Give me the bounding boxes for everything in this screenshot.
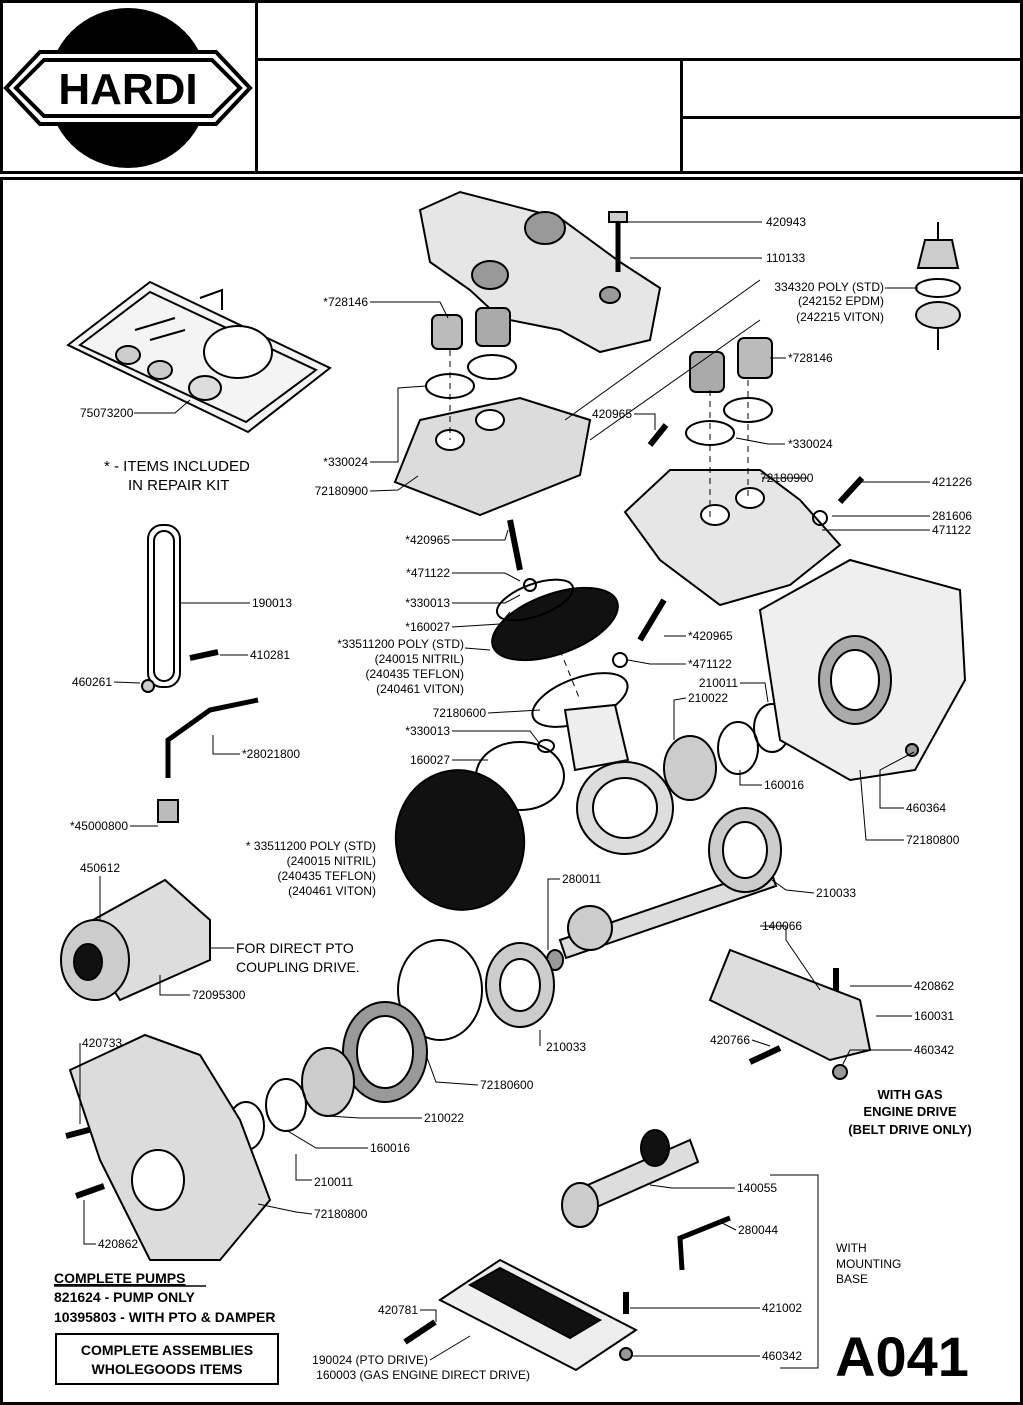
part-label: (240015 NITRIL) [375,652,464,666]
part-label: *471122 [688,657,732,671]
base-note-line1: WITH [836,1241,867,1255]
part-label: 420965 [592,407,632,421]
part-label: *330024 [788,437,833,451]
part-label: 210022 [424,1111,464,1125]
part-label: (240015 NITRIL) [287,854,376,868]
part-label: 471122 [932,523,971,537]
part-label: 160003 (GAS ENGINE DIRECT DRIVE) [316,1368,530,1382]
hardi-logo: HARDI [3,8,253,168]
part-label: 420862 [914,979,954,993]
base-note-line3: BASE [836,1272,868,1286]
part-label: 210022 [688,691,728,705]
kit-note-line1: * - ITEMS INCLUDED [104,458,250,475]
part-label: 420862 [98,1237,138,1251]
part-label: *28021800 [242,747,300,761]
part-label: 334320 POLY (STD) [774,280,884,294]
part-label: 160027 [410,753,450,767]
assemblies-line2: WHOLEGOODS ITEMS [92,1361,243,1377]
part-label: 460261 [72,675,112,689]
part-label: 210011 [314,1175,353,1189]
part-label: 160031 [914,1009,954,1023]
brand-name: HARDI [58,65,197,114]
part-label: 210033 [546,1040,586,1054]
part-label: 280044 [738,1223,778,1237]
part-label: 460342 [914,1043,954,1057]
gas-note-line2: ENGINE DRIVE [863,1104,957,1119]
gas-note-line1: WITH GAS [878,1087,943,1102]
page-code: A041 [835,1325,969,1388]
part-label: (240461 VITON) [376,682,464,696]
part-label: (240435 TEFLON) [278,869,377,883]
part-label: 421002 [762,1301,802,1315]
part-label: *330013 [405,724,450,738]
part-label: *471122 [406,566,450,580]
part-label: 450612 [80,861,120,875]
part-label: (240461 VITON) [288,884,376,898]
part-label: 280011 [562,872,601,886]
base-note-line2: MOUNTING [836,1257,901,1271]
part-label: *330024 [323,455,368,469]
part-label: *728146 [323,295,368,309]
part-label: *728146 [788,351,833,365]
part-labels: 420943 110133 334320 POLY (STD) (242152 … [70,215,972,1382]
part-label: *160027 [405,620,450,634]
pto-note-line2: COUPLING DRIVE. [236,959,360,975]
complete-pumps-heading: COMPLETE PUMPS [54,1270,185,1286]
part-label: (242215 VITON) [796,310,884,324]
part-label: 421226 [932,475,972,489]
part-label: 75073200 [80,406,134,420]
diagram-frame [0,177,1023,1405]
part-label: 110133 [766,251,805,265]
part-label: 420943 [766,215,806,229]
notes: * - ITEMS INCLUDED IN REPAIR KIT FOR DIR… [54,458,972,1388]
part-label: 72180600 [433,706,487,720]
gas-note-line3: (BELT DRIVE ONLY) [848,1122,972,1137]
part-label: 281606 [932,509,972,523]
part-label: *33511200 POLY (STD) [337,637,464,651]
part-label: 420766 [710,1033,750,1047]
part-label: *420965 [688,629,733,643]
complete-pumps-line1: 821624 - PUMP ONLY [54,1289,196,1305]
part-label: 140066 [762,919,802,933]
part-label: 72180800 [906,833,960,847]
complete-pumps-line2: 10395803 - WITH PTO & DAMPER [54,1309,275,1325]
part-label: 72180900 [760,471,814,485]
part-label: 140055 [737,1181,777,1195]
part-label: 420781 [378,1303,418,1317]
part-label: *330013 [405,596,450,610]
title-box-right-bottom [680,116,1023,174]
part-label: 190013 [252,596,292,610]
part-label: *45000800 [70,819,128,833]
part-label: * 33511200 POLY (STD) [246,839,376,853]
part-label: 210011 [699,676,738,690]
part-label: 460342 [762,1349,802,1363]
pto-note-line1: FOR DIRECT PTO [236,940,354,956]
part-label: 410281 [250,648,290,662]
part-label: (240435 TEFLON) [366,667,465,681]
assemblies-line1: COMPLETE ASSEMBLIES [81,1342,253,1358]
part-label: 160016 [370,1141,410,1155]
part-label: 72180900 [315,484,369,498]
part-label: *420965 [405,533,450,547]
part-label: 72095300 [192,988,246,1002]
parts-drawing [60,190,967,1372]
part-label: 72180600 [480,1078,534,1092]
kit-note-line2: IN REPAIR KIT [128,477,229,494]
part-label: 160016 [764,778,804,792]
part-label: (242152 EPDM) [798,294,884,308]
part-label: 190024 (PTO DRIVE) [312,1353,428,1367]
assemblies-box [55,1333,279,1385]
leader-lines [79,221,930,1369]
part-label: 420733 [82,1036,122,1050]
part-label: 72180800 [314,1207,368,1221]
part-label: 210033 [816,886,856,900]
part-label: 460364 [906,801,946,815]
